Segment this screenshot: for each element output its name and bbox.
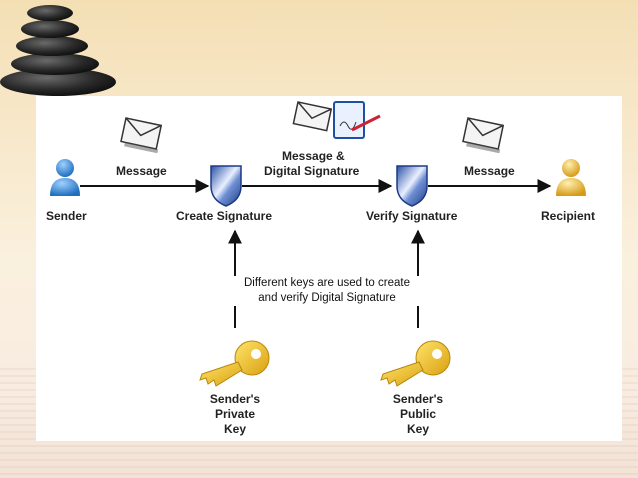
envelope-icon-1 xyxy=(120,117,163,154)
stones-decoration-icon xyxy=(0,5,116,96)
note-text-line2: and verify Digital Signature xyxy=(222,291,432,306)
recipient-person-icon xyxy=(556,159,586,196)
note-text-line1: Different keys are used to create xyxy=(222,276,432,291)
private-key-label-line3: Key xyxy=(223,422,246,436)
diagram-graphics xyxy=(50,101,586,387)
signed-document-icon xyxy=(292,101,381,139)
node-label-create-signature: Create Signature xyxy=(176,209,273,223)
public-key-label-line3: Key xyxy=(406,422,429,436)
sender-person-icon xyxy=(50,159,80,196)
edge-label-message-out: Message xyxy=(464,164,515,178)
edge-label-message-and-signature-1: Message & xyxy=(282,149,345,163)
public-key-label-line2: Public xyxy=(399,407,436,421)
edge-label-message-in: Message xyxy=(116,164,167,178)
node-label-recipient: Recipient xyxy=(541,209,596,223)
diagram-panel: Message Message & Digital Signature Mess… xyxy=(36,96,622,441)
node-label-verify-signature: Verify Signature xyxy=(366,209,458,223)
private-key-icon xyxy=(199,340,270,387)
public-key-icon xyxy=(380,340,451,387)
private-key-label-line2: Private xyxy=(214,407,256,421)
edge-label-message-and-signature-2: Digital Signature xyxy=(264,164,360,178)
verify-signature-shield-icon xyxy=(396,165,428,207)
private-key-label-line1: Sender's xyxy=(209,392,261,406)
envelope-icon-2 xyxy=(462,117,505,154)
public-key-label-line1: Sender's xyxy=(392,392,444,406)
create-signature-shield-icon xyxy=(210,165,242,207)
node-label-sender: Sender xyxy=(46,209,87,223)
